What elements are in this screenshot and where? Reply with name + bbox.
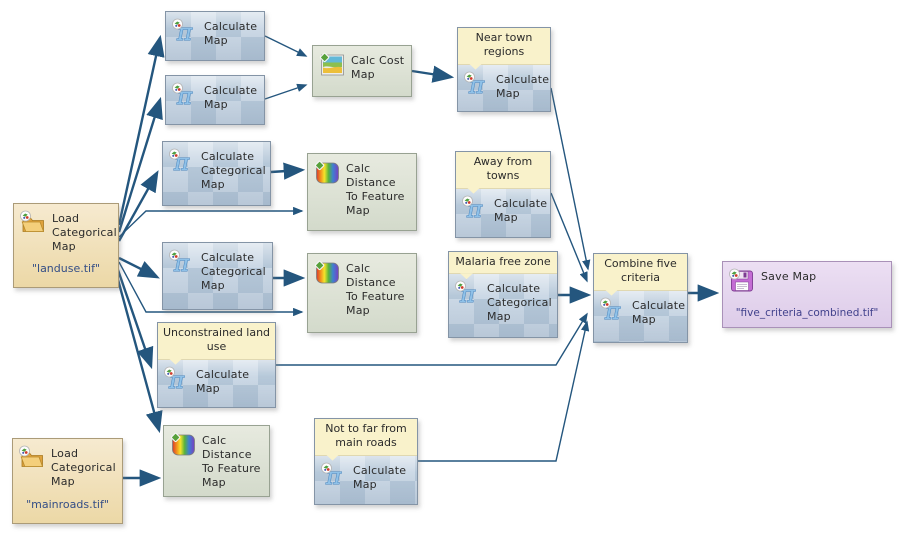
edge [264,83,308,100]
pi-map-icon: π [171,82,199,108]
node-note: Away from towns [456,152,550,189]
edge [117,34,165,226]
layered-map-icon [318,52,346,78]
node-calculate-categorical-map-1[interactable]: π Calculate Categorical Map [162,141,271,206]
node-calc-distance-2[interactable]: Calc Distance To Feature Map [307,253,417,333]
node-load-landuse[interactable]: Load Categorical Map "landuse.tif" [13,203,119,288]
node-unconstrained-land-use[interactable]: Unconstrained land use π Calculate Map [157,322,276,408]
node-note: Malaria free zone [449,252,557,275]
node-filename: "mainroads.tif" [26,498,109,511]
pi-map-icon: π [168,249,196,275]
node-title: Calc Cost Map [351,54,405,82]
node-title: Load Categorical Map [52,212,117,254]
pi-map-icon: π [168,148,196,174]
edge [550,87,591,271]
node-away-from-towns[interactable]: Away from towns π Calculate Map [455,151,551,238]
pi-map-icon: π [171,18,199,44]
node-title: Save Map [761,270,817,283]
rainbow-map-icon [169,432,197,458]
folder-map-icon [18,445,46,471]
pi-map-icon: π [454,280,482,306]
node-calculate-categorical-map-2[interactable]: π Calculate Categorical Map [162,242,273,310]
node-save-map[interactable]: Save Map "five_criteria_combined.tif" [722,261,892,328]
node-load-mainroads[interactable]: Load Categorical Map "mainroads.tif" [12,438,123,524]
folder-map-icon [19,210,47,236]
node-title: Calculate Map [353,463,407,491]
node-calc-distance-1[interactable]: Calc Distance To Feature Map [307,153,417,231]
node-combine-five-criteria[interactable]: Combine five criteria π Calculate Map [593,253,688,343]
node-calculate-map-2[interactable]: π Calculate Map [165,75,265,125]
edge [118,256,160,279]
edge [117,170,159,242]
edge [118,206,304,238]
node-title: Calculate Map [494,196,548,224]
edge [117,96,163,233]
node-title: Calc Distance To Feature Map [346,262,405,318]
rainbow-map-icon [313,260,341,286]
rainbow-map-icon [313,160,341,186]
node-calc-distance-3[interactable]: Calc Distance To Feature Map [163,425,270,497]
node-title: Calculate Map [196,367,250,395]
edge [264,35,308,57]
edge [115,275,163,434]
pi-map-icon: π [461,195,489,221]
node-title: Calculate Map [632,298,686,326]
node-note: Near town regions [458,28,550,65]
pi-map-icon: π [163,366,191,392]
pi-map-icon: π [463,71,491,97]
node-calculate-map-1[interactable]: π Calculate Map [165,11,265,61]
node-title: Calculate Map [496,72,550,100]
node-title: Calc Distance To Feature Map [346,162,405,218]
edge [115,266,154,370]
node-filename: "landuse.tif" [31,262,101,275]
node-title: Calculate Categorical Map [201,150,266,192]
edge [418,320,590,462]
node-title: Calculate Map [204,84,258,112]
node-title: Calculate Map [204,20,258,48]
edge [411,65,455,83]
floppy-disk-icon [728,268,756,294]
node-note: Unconstrained land use [158,323,275,360]
node-malaria-free-zone[interactable]: Malaria free zone π Calculate Categorica… [448,251,558,338]
node-title: Calculate Categorical Map [201,251,266,293]
pi-map-icon: π [599,297,627,323]
node-title: Calc Distance To Feature Map [202,434,261,490]
pi-map-icon: π [320,462,348,488]
node-title: Load Categorical Map [51,447,116,489]
node-title: Calculate Categorical Map [487,282,552,324]
node-note: Not to far from main roads [315,419,417,456]
node-note: Combine five criteria [594,254,687,291]
node-filename: "five_criteria_combined.tif" [735,307,879,319]
edge [270,162,306,180]
node-not-far-from-main-roads[interactable]: Not to far from main roads π Calculate M… [314,418,418,505]
node-near-town-regions[interactable]: Near town regions π Calculate Map [457,27,551,112]
node-calc-cost-map[interactable]: Calc Cost Map [312,45,412,97]
